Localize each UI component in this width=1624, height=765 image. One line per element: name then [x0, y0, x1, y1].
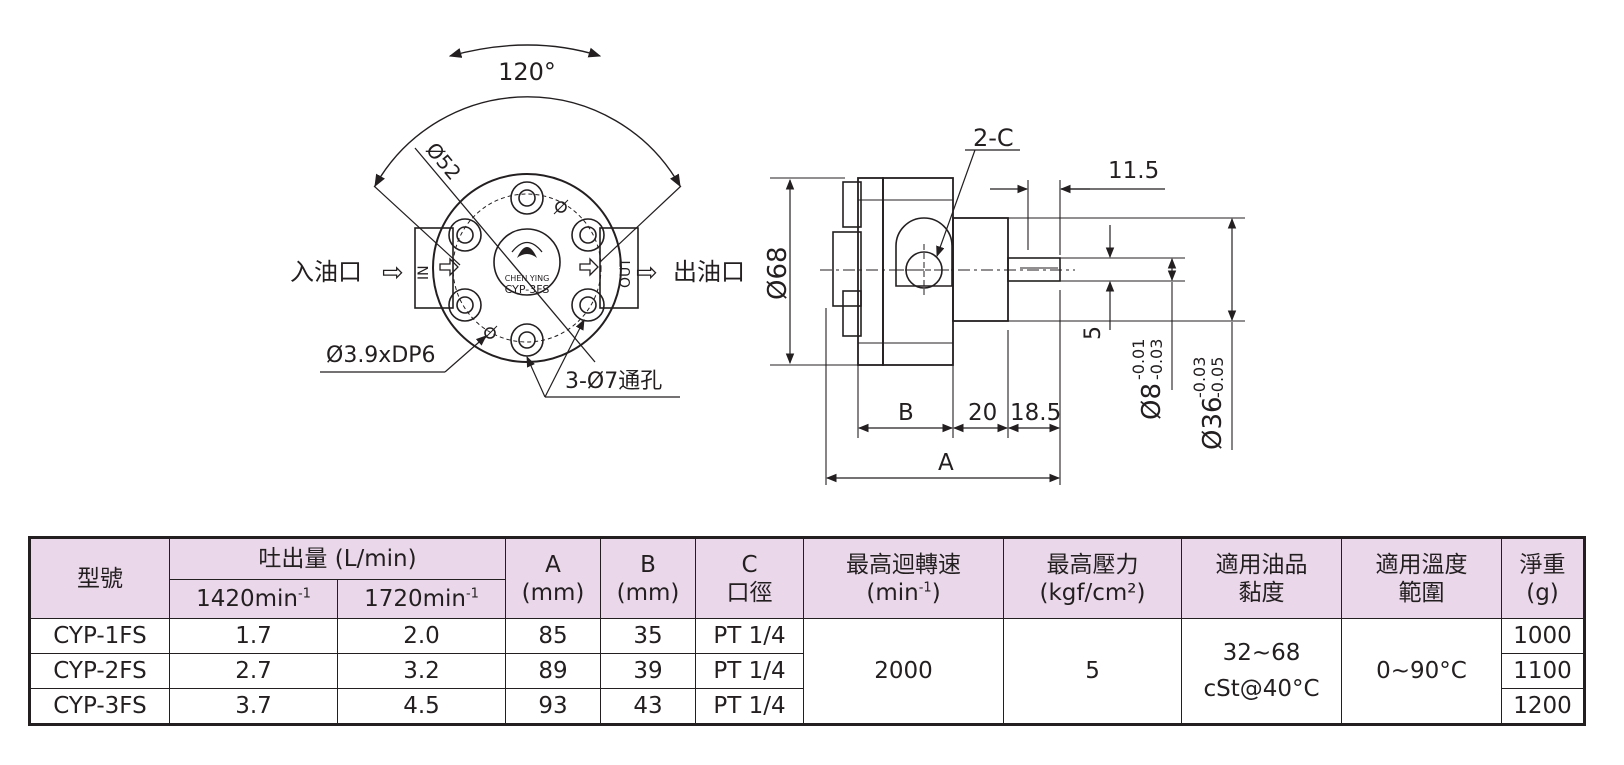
shaft-dia-base: Ø8	[1137, 383, 1167, 420]
outlet-flow-arrow	[579, 257, 599, 277]
outlet-port-body	[599, 227, 639, 309]
shaft-tol-lower: -0.03	[1147, 339, 1166, 380]
cell-flow-1720: 3.2	[336, 653, 507, 689]
cell-flow-1420: 1.7	[169, 618, 338, 654]
header-oil-viscosity: 適用油品黏度	[1181, 537, 1343, 619]
header-weight: 淨重(g)	[1501, 537, 1586, 619]
table-row: CYP-1FS 1.7 2.0 85 35 PT 1/4 2000 5 32~6…	[29, 618, 1586, 725]
cell-flow-1420: 2.7	[169, 653, 338, 689]
header-max-pressure: 最高壓力(kgf/cm²)	[1003, 537, 1183, 619]
outlet-label: 出油口	[673, 258, 745, 286]
cell-max-pressure: 5	[1003, 618, 1183, 725]
cell-weight: 1200	[1501, 688, 1586, 725]
cell-max-speed: 2000	[803, 618, 1005, 725]
dim-20: 20	[968, 400, 997, 426]
table-row: CYP-2FS 2.7 3.2 89 39 PT 1/4 1100	[29, 653, 1586, 689]
cell-b: 43	[600, 688, 697, 725]
dia52-label: Ø52	[421, 138, 466, 185]
cell-temp-range: 0~90°C	[1341, 618, 1503, 725]
pin-hole-top	[555, 201, 567, 213]
side-view-labels: Ø68 2-C 11.5 5 Ø8 -0.01 -0.03 Ø36 -0.03 …	[763, 124, 1228, 476]
model-marking: CYP-3FS	[505, 283, 550, 296]
bolt-holes	[448, 181, 605, 357]
cell-c: PT 1/4	[695, 688, 805, 725]
out-marking: OUT	[618, 258, 634, 288]
outlet-arrow-glyph: ⇨	[636, 258, 658, 288]
chamfer-label: 2-C	[973, 124, 1014, 152]
header-flow-1720: 1720min-1	[336, 579, 507, 619]
cell-flow-1420: 3.7	[169, 688, 338, 725]
header-model: 型號	[29, 537, 170, 619]
dim-5: 5	[1081, 326, 1106, 340]
shaft-tol-upper: -0.01	[1129, 339, 1148, 380]
dim-18-5: 18.5	[1010, 400, 1061, 426]
dim-a: A	[938, 450, 954, 476]
cell-model: CYP-2FS	[29, 653, 170, 689]
boss-tol-upper: -0.03	[1190, 357, 1209, 398]
header-a: A(mm)	[505, 537, 602, 619]
cell-model: CYP-1FS	[29, 618, 170, 654]
cell-weight: 1100	[1501, 653, 1586, 689]
dim-11-5: 11.5	[1108, 158, 1159, 184]
dia68-label: Ø68	[763, 246, 793, 300]
front-view	[320, 44, 682, 398]
boss-dia-base: Ø36	[1198, 396, 1228, 450]
inlet-arrow-glyph: ⇨	[382, 258, 404, 288]
shaft-8	[1007, 257, 1061, 282]
cell-model: CYP-3FS	[29, 688, 170, 725]
front-view-labels: 120° Ø52 入油口 ⇨ IN OUT ⇨ 出油口 CHEN YING CY…	[290, 58, 745, 394]
boss-36	[952, 217, 1009, 322]
cell-c: PT 1/4	[695, 618, 805, 654]
logo-mark	[517, 247, 537, 258]
pin-hole-bottom	[484, 327, 496, 339]
dim-b: B	[898, 400, 914, 426]
header-flow: 吐出量 (L/min)	[168, 537, 507, 580]
cell-flow-1720: 4.5	[336, 688, 507, 725]
pin-hole-label: Ø3.9xDP6	[326, 343, 436, 368]
center-boss	[493, 228, 561, 296]
table-row: CYP-3FS 3.7 4.5 93 43 PT 1/4 1200	[29, 688, 1586, 725]
cell-a: 93	[505, 688, 602, 725]
boss-tol-lower: -0.05	[1208, 357, 1227, 398]
side-view	[770, 149, 1245, 485]
pump-dimension-drawing: 120° Ø52 入油口 ⇨ IN OUT ⇨ 出油口 CHEN YING CY…	[290, 44, 1245, 485]
inlet-label: 入油口	[290, 258, 362, 286]
header-b: B(mm)	[600, 537, 697, 619]
header-flow-1420: 1420min-1	[169, 579, 338, 619]
cell-b: 35	[600, 618, 697, 654]
cell-a: 85	[505, 618, 602, 654]
inlet-flow-arrow	[439, 257, 459, 277]
port-boss	[895, 217, 953, 287]
cell-weight: 1000	[1501, 618, 1586, 654]
header-temp-range: 適用溫度範圍	[1341, 537, 1503, 619]
rotation-arrow	[448, 44, 602, 58]
cell-c: PT 1/4	[695, 653, 805, 689]
header-max-speed: 最高迴轉速(min-1)	[803, 537, 1005, 619]
cell-a: 89	[505, 653, 602, 689]
angle-arc	[374, 96, 681, 188]
cell-flow-1720: 2.0	[336, 618, 507, 654]
brand-name: CHEN YING	[505, 274, 550, 283]
in-marking: IN	[416, 265, 432, 280]
angle-label: 120°	[498, 58, 556, 86]
cell-b: 39	[600, 653, 697, 689]
through-hole-label: 3-Ø7通孔	[565, 369, 662, 394]
